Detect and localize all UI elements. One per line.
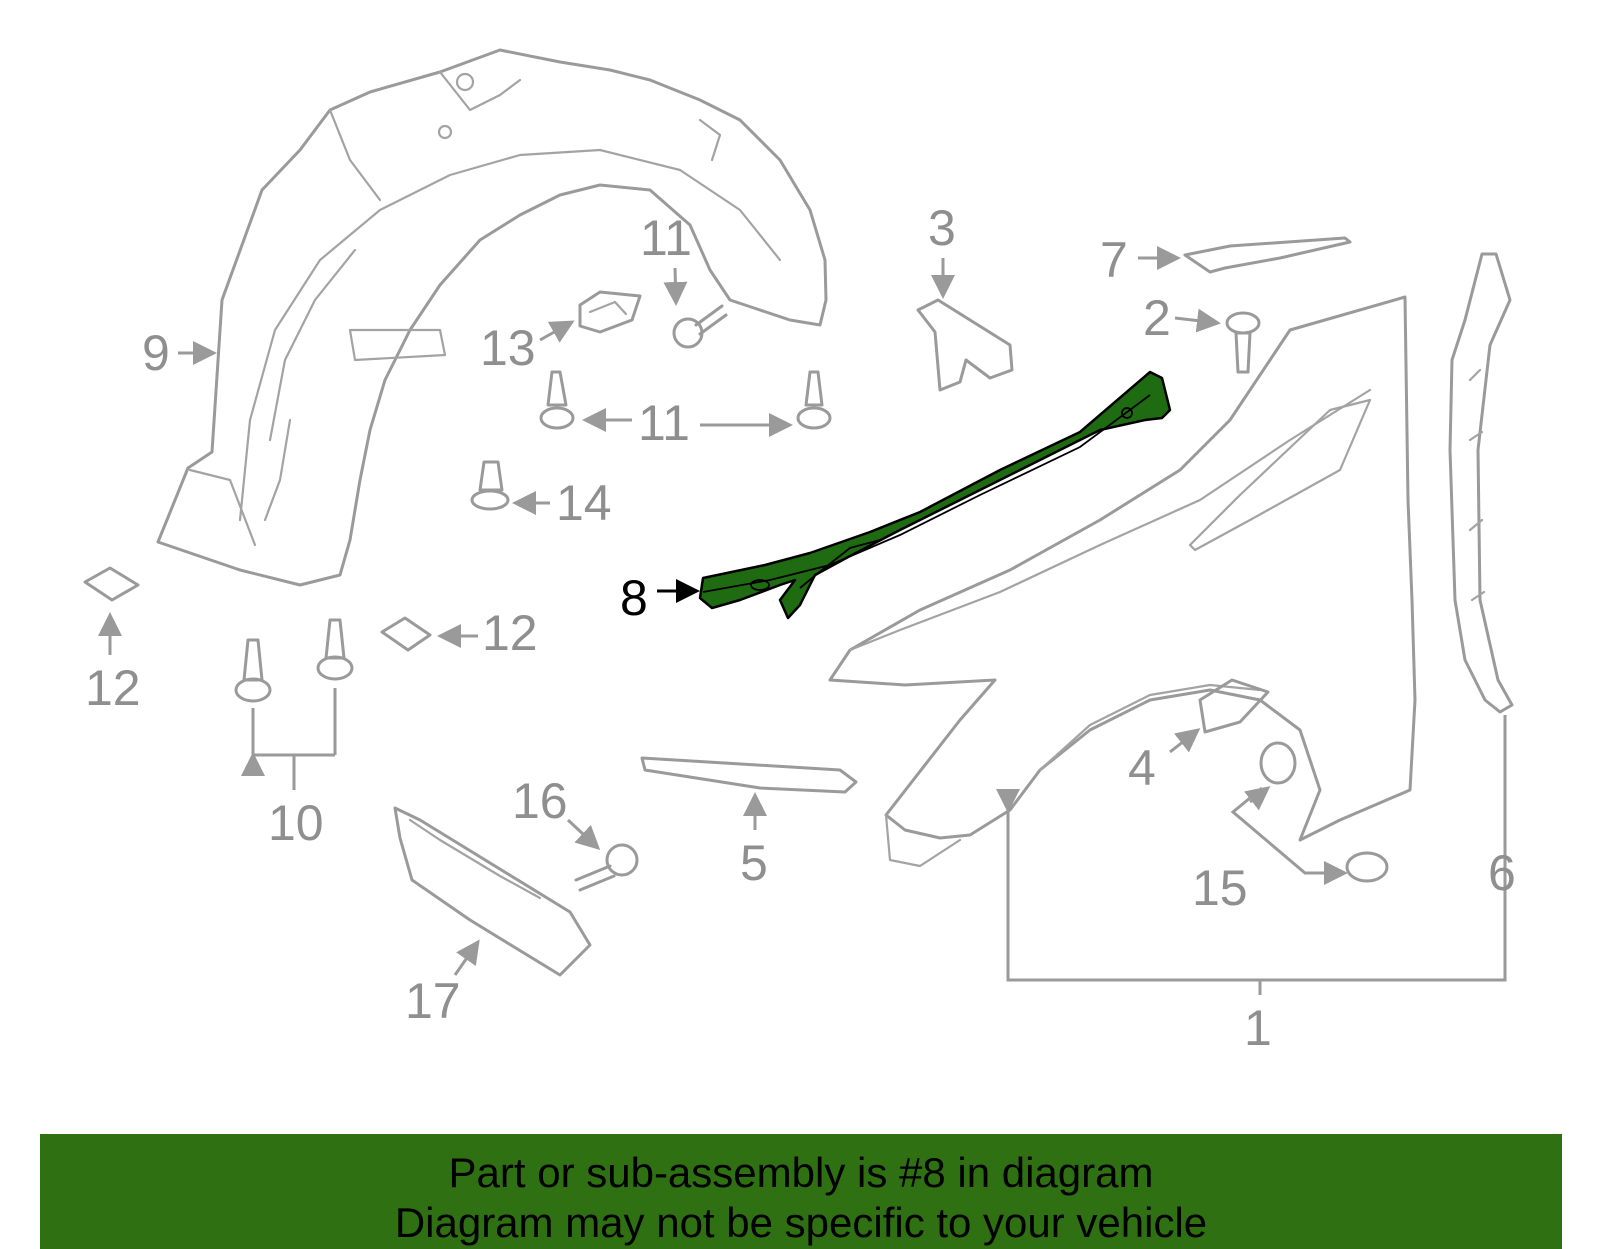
bolt-17: 16 <box>512 773 639 892</box>
fender-bracket-6: 6 <box>1448 252 1516 901</box>
nut-12-right: 12 <box>380 605 538 661</box>
info-banner: Part or sub-assembly is #8 in diagram Di… <box>40 1134 1562 1249</box>
callout-5-label: 5 <box>740 835 768 891</box>
callout-8-label: 8 <box>620 570 648 626</box>
callout-14-label: 14 <box>556 475 612 531</box>
callout-13-label: 13 <box>480 320 536 376</box>
screw-11-top: 11 <box>640 210 728 349</box>
callout-17-label: 16 <box>512 773 568 829</box>
screws-10: 10 <box>236 618 354 851</box>
callout-9: 9 <box>142 325 217 381</box>
callout-9-label: 9 <box>142 325 170 381</box>
callout-3-label: 3 <box>928 200 956 256</box>
screws-11-middle: 11 <box>539 370 832 451</box>
callout-4-label: 4 <box>1128 740 1156 796</box>
parts-diagram: 9 11 13 11 14 12 12 <box>83 48 1516 1056</box>
clip-14: 14 <box>470 460 612 531</box>
callout-11-middle-label: 11 <box>638 395 690 451</box>
bracket-4: 4 <box>1128 678 1270 796</box>
callout-8: 8 <box>620 570 700 626</box>
callout-7-label: 7 <box>1100 232 1128 288</box>
clip-13: 13 <box>480 290 642 376</box>
splash-skirt-16: 17 <box>393 806 592 1029</box>
nut-12-left: 12 <box>83 566 141 716</box>
front-fender-1: 1 <box>828 295 1507 1056</box>
molding-7: 7 <box>1100 232 1352 288</box>
callout-6-label: 6 <box>1488 845 1516 901</box>
bracket-3: 3 <box>916 200 1014 392</box>
callout-10-label: 10 <box>268 795 324 851</box>
banner-line-1: Part or sub-assembly is #8 in diagram <box>448 1149 1154 1196</box>
callout-12-right-label: 12 <box>482 605 538 661</box>
seal-5: 5 <box>640 756 858 891</box>
callout-15-label: 15 <box>1192 860 1248 916</box>
highlighted-part-8[interactable] <box>698 370 1172 620</box>
fender-liner <box>156 48 828 587</box>
callout-1-label: 1 <box>1244 1000 1272 1056</box>
bolt-2: 2 <box>1143 290 1261 374</box>
grommets-15: 15 <box>1192 741 1389 916</box>
callout-2-label: 2 <box>1143 290 1171 346</box>
callout-12-left-label: 12 <box>85 660 141 716</box>
banner-line-2: Diagram may not be specific to your vehi… <box>394 1199 1208 1246</box>
callout-16-label: 17 <box>405 973 461 1029</box>
callout-11-top-label: 11 <box>640 210 692 266</box>
